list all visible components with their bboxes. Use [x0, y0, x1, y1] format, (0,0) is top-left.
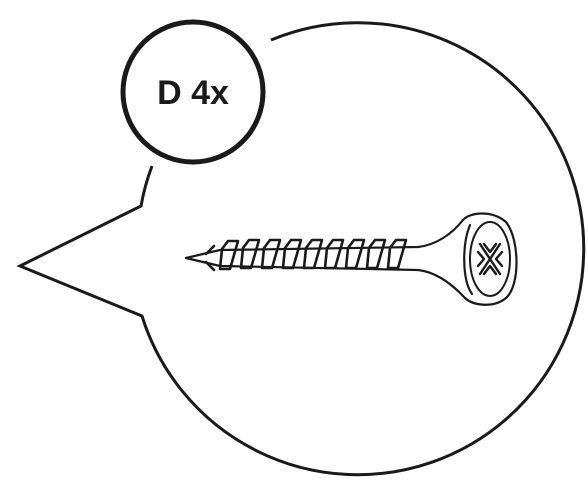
screw-head-top	[469, 221, 511, 297]
part-label: D 4x	[157, 74, 229, 112]
callout-bubble	[16, 21, 586, 477]
part-label-badge: D 4x	[120, 19, 266, 165]
badge-circle	[120, 19, 266, 165]
screw-shank	[184, 218, 467, 300]
screw-head-rim	[463, 223, 474, 296]
drywall-screw-phillips-icon	[184, 212, 518, 306]
phillips-recess-icon	[476, 242, 504, 276]
screw-thread	[204, 238, 408, 272]
screw-head-face	[461, 212, 518, 306]
